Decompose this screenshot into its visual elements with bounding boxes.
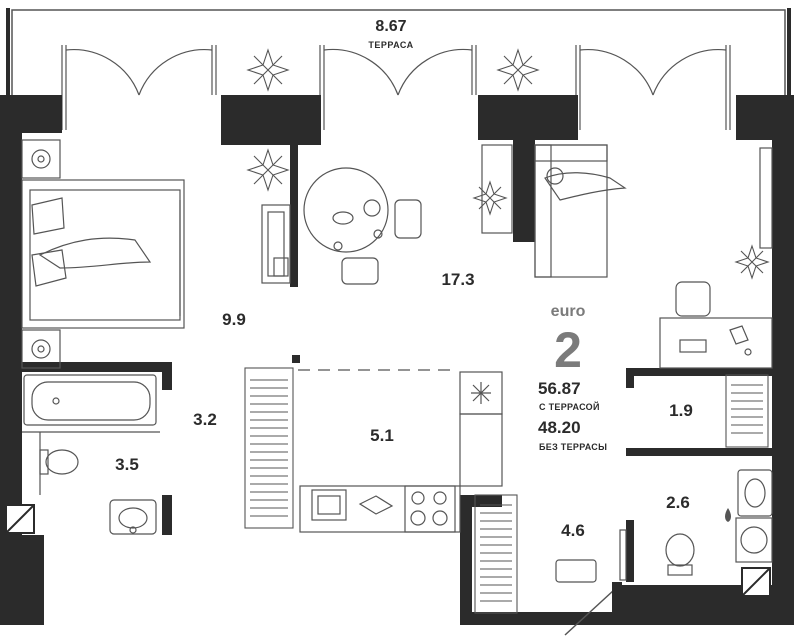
terrace-caption: ТЕРРАСА	[368, 40, 414, 50]
total-area-with-terrace: 56.87	[538, 379, 581, 398]
without-terrace-caption: БЕЗ ТЕРРАСЫ	[539, 442, 608, 452]
room-area-bedroom: 9.9	[222, 310, 246, 329]
room-area-living: 17.3	[441, 270, 475, 289]
terrace-area: 8.67	[375, 18, 407, 35]
room-area-storage: 1.9	[669, 401, 693, 420]
room-area-wc: 2.6	[666, 493, 690, 512]
room-area-hall: 3.2	[193, 410, 217, 429]
room-area-kitchen: 5.1	[370, 426, 394, 445]
layout-type-label: euro	[550, 303, 586, 320]
with-terrace-caption: С ТЕРРАСОЙ	[539, 402, 600, 412]
room-area-entry: 4.6	[561, 521, 585, 540]
total-area-without-terrace: 48.20	[538, 418, 581, 437]
room-area-bathroom: 3.5	[115, 455, 139, 474]
room-count: 2	[554, 322, 582, 378]
